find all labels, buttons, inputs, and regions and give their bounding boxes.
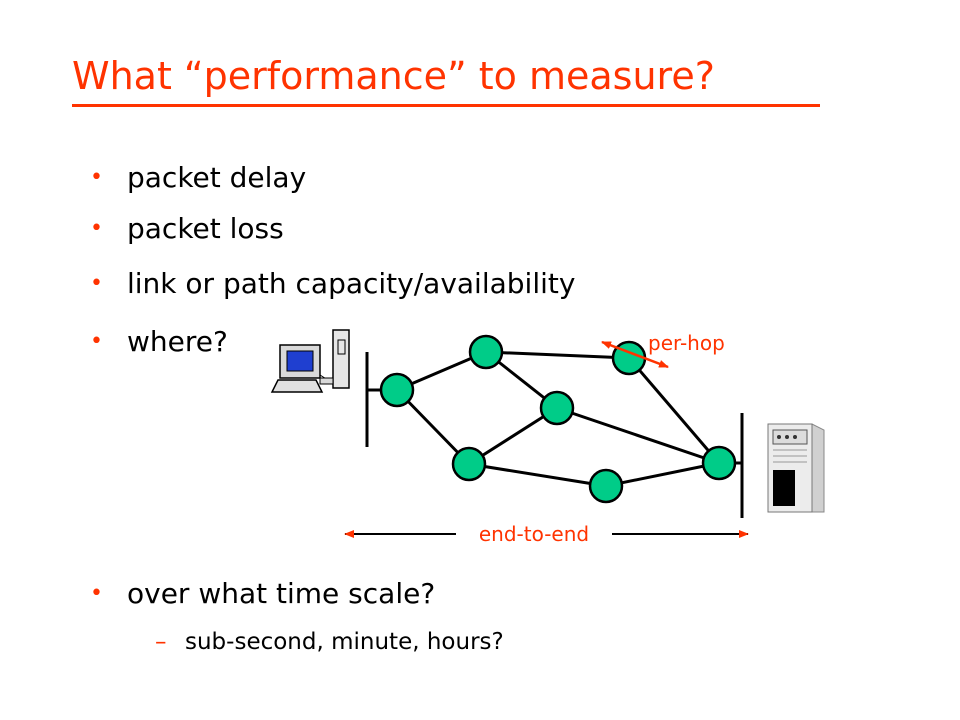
server-tower-icon: [767, 423, 825, 513]
bullet-dot-icon: •: [90, 271, 103, 296]
router-node: [451, 446, 487, 482]
routers: [379, 334, 737, 504]
bullet-text: packet delay: [127, 161, 307, 194]
per-hop-arrow: [601, 340, 669, 369]
sub-bullet-text: sub-second, minute, hours?: [185, 629, 504, 655]
router-node: [379, 372, 415, 408]
router-node: [701, 445, 737, 481]
bullet-text: link or path capacity/availability: [127, 267, 576, 300]
bullet-text: packet loss: [127, 212, 284, 245]
sub-bullet-dash-icon: –: [155, 629, 167, 655]
router-node: [468, 334, 504, 370]
per-hop-label: per-hop: [648, 331, 725, 355]
end-to-end-label: end-to-end: [479, 522, 589, 546]
bullet-dot-icon: •: [90, 581, 103, 606]
network-links: [367, 350, 742, 488]
bullet-text: where?: [127, 325, 228, 358]
router-node: [588, 468, 624, 504]
bullet-dot-icon: •: [90, 165, 103, 190]
desktop-computer-icon: [270, 329, 350, 393]
router-node: [539, 390, 575, 426]
bullet-dot-icon: •: [90, 216, 103, 241]
bullet-text: over what time scale?: [127, 577, 436, 610]
title-underline: [72, 104, 820, 107]
bullet-dot-icon: •: [90, 329, 103, 354]
slide-title: What “performance” to measure?: [72, 54, 715, 98]
